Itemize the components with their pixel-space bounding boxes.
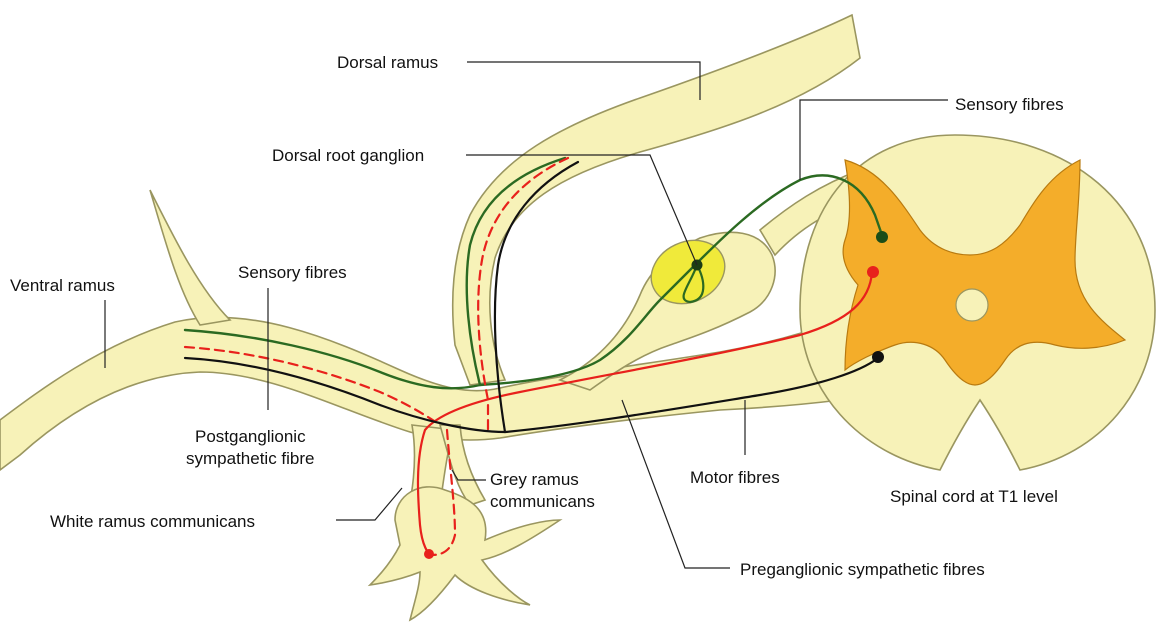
ventral-ramus-branch [150, 190, 230, 325]
label-white-ramus: White ramus communicans [50, 512, 255, 531]
label-postganglionic-line1: Postganglionic [195, 427, 306, 446]
sympathetic-ganglion-dot [424, 549, 434, 559]
label-ventral-ramus: Ventral ramus [10, 276, 115, 295]
label-grey-ramus-line1: Grey ramus [490, 470, 579, 489]
label-grey-ramus-line2: communicans [490, 492, 595, 511]
label-postganglionic-line2: sympathetic fibre [186, 449, 315, 468]
label-sensory-fibres-right: Sensory fibres [955, 95, 1064, 114]
label-dorsal-root-ganglion: Dorsal root ganglion [272, 146, 424, 165]
lateral-horn-sympathetic-dot [867, 266, 879, 278]
ventral-horn-motor-dot [872, 351, 884, 363]
label-motor-fibres: Motor fibres [690, 468, 780, 487]
central-canal [956, 289, 988, 321]
label-sensory-fibres-left: Sensory fibres [238, 263, 347, 282]
dorsal-horn-sensory-dot [876, 231, 888, 243]
label-preganglionic: Preganglionic sympathetic fibres [740, 560, 985, 579]
label-spinal-cord: Spinal cord at T1 level [890, 487, 1058, 506]
label-dorsal-ramus: Dorsal ramus [337, 53, 438, 72]
